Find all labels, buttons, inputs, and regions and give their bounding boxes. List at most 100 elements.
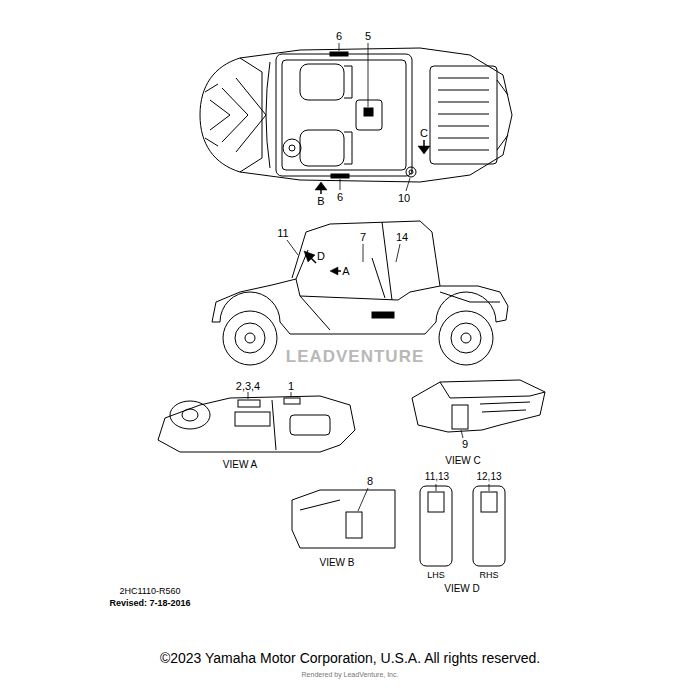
- leader-lines: [291, 392, 292, 397]
- top-view-vehicle: [222, 88, 248, 142]
- view-arrow-letter: B: [316, 196, 325, 207]
- side-panel-view: [346, 512, 362, 538]
- callout-number: 11,13: [424, 472, 450, 482]
- side-label: LHS: [426, 571, 446, 580]
- side-view-vehicle: [372, 312, 394, 318]
- view-title: VIEW D: [443, 584, 481, 594]
- view-arrow-letter: A: [341, 266, 350, 277]
- top-view-vehicle: [289, 145, 295, 151]
- leader-lines: [248, 43, 489, 511]
- leader-lines: [339, 43, 340, 51]
- copyright-caption: ©2023 Yamaha Motor Corporation, U.S.A. A…: [160, 651, 540, 665]
- top-view-vehicle: [240, 58, 262, 172]
- view-title: VIEW A: [222, 460, 258, 470]
- dashboard-view: [238, 400, 260, 407]
- top-view-vehicle: [300, 64, 344, 100]
- side-view-vehicle: [382, 222, 392, 300]
- watermark: LEADVENTURE: [285, 348, 426, 365]
- callout-number: 6: [336, 192, 344, 203]
- roll-bar-strips: [420, 486, 452, 566]
- side-view-vehicle: [235, 323, 265, 353]
- side-view-vehicle: [292, 221, 440, 286]
- view-arrows: [304, 140, 430, 275]
- dashboard-view: [235, 412, 270, 426]
- leader-lines: [287, 240, 298, 255]
- top-view-vehicle: [200, 48, 512, 182]
- callout-number: 7: [359, 232, 367, 243]
- rear-fender-view: [440, 382, 545, 398]
- top-view-vehicle: [344, 66, 352, 164]
- leader-lines: [396, 244, 400, 262]
- top-view-vehicle: [282, 60, 406, 170]
- dashboard-view: [290, 415, 330, 435]
- top-view-vehicle: [330, 52, 348, 56]
- view-arrows: [330, 267, 338, 275]
- leader-lines: [461, 430, 463, 438]
- side-view-vehicle: [461, 333, 471, 343]
- view-arrow-letter: D: [316, 251, 326, 262]
- side-view-vehicle: [212, 221, 508, 365]
- top-view-vehicle: [331, 174, 349, 178]
- callout-number: 10: [397, 193, 411, 204]
- revision-date: Revised: 7-18-2016: [108, 599, 191, 608]
- top-view-vehicle: [356, 100, 382, 130]
- side-panel-view: [292, 490, 395, 548]
- top-view-vehicle: [276, 54, 412, 176]
- dashboard-view: [272, 400, 276, 450]
- side-panel-view: [292, 490, 395, 548]
- dashboard-view: [158, 396, 355, 452]
- top-view-vehicle: [497, 80, 508, 150]
- top-view-vehicle: [300, 130, 344, 166]
- top-view-vehicle: [283, 139, 301, 157]
- view-arrows: [315, 182, 327, 190]
- callout-number: 11: [276, 228, 289, 239]
- side-label: RHS: [478, 571, 499, 580]
- roll-bar-strips: [420, 486, 505, 566]
- roll-bar-strips: [481, 492, 497, 512]
- callout-number: 5: [364, 31, 372, 42]
- leader-lines: [358, 488, 368, 511]
- rear-fender-view: [412, 380, 545, 432]
- callout-number: 9: [461, 439, 469, 450]
- top-view-vehicle: [266, 62, 270, 168]
- watermark-credit: Rendered by LeadVenture, Inc.: [301, 671, 400, 678]
- drawing-number: 2HC1110-R560: [118, 587, 181, 596]
- side-view-vehicle: [245, 333, 255, 343]
- view-arrow-letter: C: [419, 128, 429, 139]
- side-view-vehicle: [223, 311, 277, 365]
- side-view-vehicle: [451, 323, 481, 353]
- callout-number: 1: [287, 381, 295, 392]
- leader-lines: [436, 484, 437, 491]
- view-title: VIEW B: [318, 558, 355, 568]
- side-view-vehicle: [212, 279, 508, 334]
- roll-bar-strips: [473, 486, 505, 566]
- callout-number: 6: [335, 31, 343, 42]
- callout-number: 8: [366, 476, 374, 487]
- callout-number: 14: [395, 232, 409, 243]
- view-arrows: [418, 146, 430, 154]
- roll-bar-strips: [428, 492, 444, 512]
- side-view-vehicle: [300, 296, 330, 330]
- leader-lines: [248, 392, 249, 399]
- rear-fender-view: [480, 402, 530, 412]
- leader-lines: [363, 244, 364, 262]
- top-view-vehicle: [438, 78, 489, 150]
- rear-fender-view: [412, 380, 545, 432]
- top-view-vehicle: [364, 108, 373, 116]
- top-view-vehicle: [406, 167, 416, 177]
- side-panel-view: [300, 500, 340, 510]
- leader-lines: [406, 178, 410, 191]
- rear-fender-view: [452, 405, 468, 429]
- dashboard-view: [158, 396, 355, 452]
- leader-lines: [368, 43, 369, 107]
- callout-number: 2,3,4: [235, 381, 261, 392]
- top-view-vehicle: [210, 100, 230, 130]
- top-view-vehicle: [205, 84, 218, 146]
- callout-number: 12,13: [475, 472, 502, 482]
- view-title: VIEW C: [444, 456, 482, 466]
- top-view-vehicle: [409, 170, 413, 174]
- leader-lines: [340, 179, 341, 190]
- dashboard-view: [182, 409, 198, 421]
